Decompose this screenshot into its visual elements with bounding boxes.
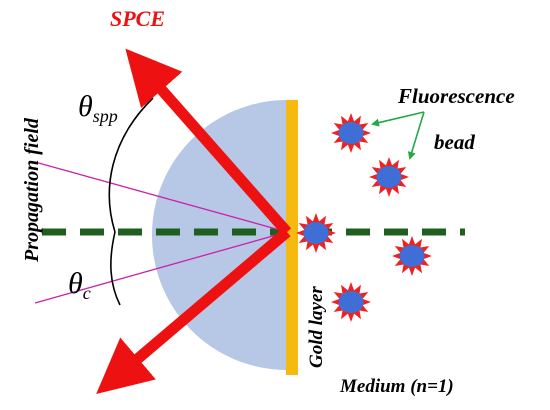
theta-c-label: θc bbox=[68, 267, 91, 303]
propagation-field-label: Propagation field bbox=[21, 117, 43, 263]
propagation-line-upper bbox=[34, 161, 288, 233]
theta-spp-arc bbox=[108, 97, 154, 233]
prism-hemisphere bbox=[152, 100, 287, 370]
fluorescence-bead bbox=[296, 213, 336, 253]
theta-spp-label: θspp bbox=[78, 90, 118, 126]
pointer-arrow-1 bbox=[371, 111, 425, 127]
spce-arrow-lower bbox=[96, 227, 291, 395]
propagation-line-lower bbox=[34, 231, 288, 304]
bead-core bbox=[376, 166, 402, 188]
bead-core bbox=[338, 122, 364, 144]
bead-core bbox=[303, 222, 329, 244]
theta-c-arc bbox=[110, 231, 121, 306]
fluorescence-bead bbox=[331, 113, 371, 153]
bead-core bbox=[338, 291, 364, 313]
bead-label: bead bbox=[434, 130, 475, 154]
fluorescence-label: Fluorescence bbox=[397, 84, 515, 108]
gold-layer-label: Gold layer bbox=[306, 286, 327, 368]
medium-label: Medium (n=1) bbox=[339, 376, 454, 397]
fluorescence-bead bbox=[331, 282, 371, 322]
pointer-arrow-2 bbox=[407, 111, 425, 160]
spce-label: SPCE bbox=[110, 6, 165, 31]
fluorescence-bead bbox=[392, 236, 432, 276]
gold-layer-strip bbox=[286, 100, 298, 375]
fluorescence-bead bbox=[369, 157, 409, 197]
bead-core bbox=[399, 245, 425, 267]
spce-arrow-upper bbox=[125, 48, 292, 236]
